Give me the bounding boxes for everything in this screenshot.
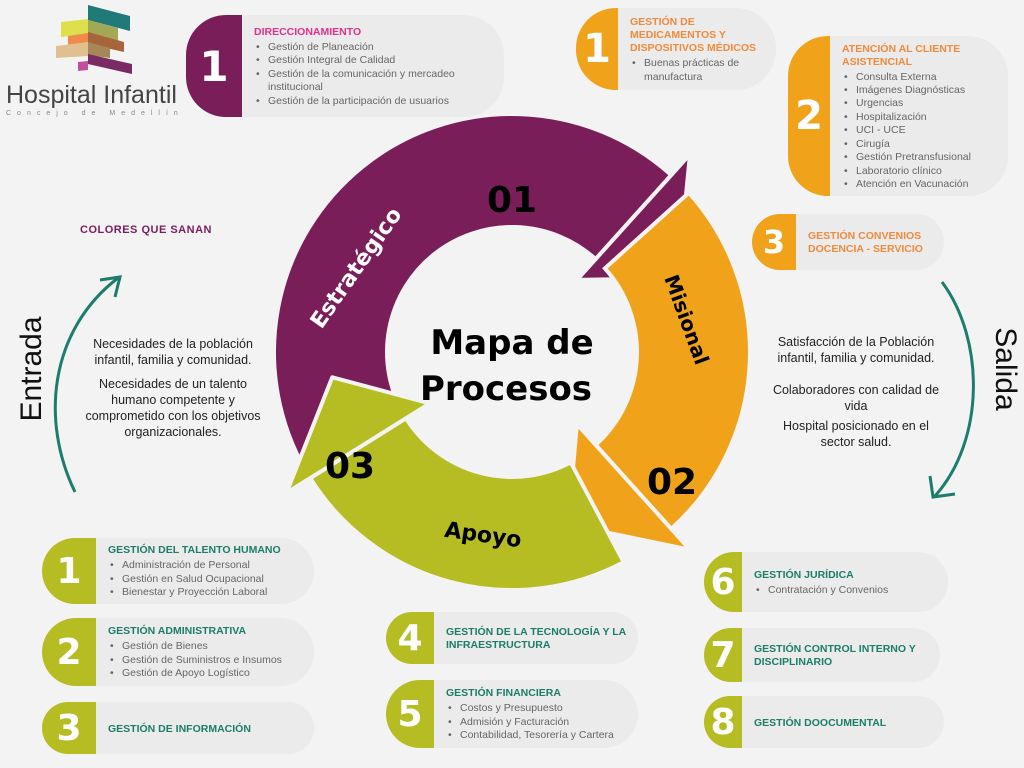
- card-item: Gestión de la comunicación y mercadeo in…: [254, 68, 494, 95]
- card-title: GESTIÓN ADMINISTRATIVA: [108, 625, 247, 638]
- segment-2-arc: [592, 189, 752, 532]
- card-title: GESTIÓN CONVENIOS DOCENCIA - SERVICIO: [808, 230, 923, 255]
- card-title: GESTIÓN DEL TALENTO HUMANO: [108, 544, 281, 557]
- card-item: Costos y Presupuesto: [446, 702, 614, 716]
- card-item: Admisión y Facturación: [446, 716, 614, 730]
- estrategico-card-1: 1DIRECCIONAMIENTOGestión de PlaneaciónGe…: [186, 15, 504, 117]
- logo-subtitle: Concejo de Medellín: [6, 110, 184, 117]
- apoyo-card-3: 3 GESTIÓN DE INFORMACIÓN: [42, 702, 314, 754]
- entrada-text-2: Necesidades de un talento humano compete…: [85, 377, 261, 439]
- card-item: Cirugía: [842, 138, 998, 152]
- card-title: ATENCIÓN AL CLIENTE ASISTENCIAL: [842, 42, 961, 68]
- card-number: 3: [42, 702, 96, 754]
- card-item: Gestión de Suministros e Insumos: [108, 654, 282, 668]
- segment-3-arc: [307, 415, 627, 592]
- center-title-1: Mapa de: [430, 323, 593, 363]
- segment-num-03: 03: [325, 446, 375, 487]
- card-number: 8: [704, 696, 742, 748]
- center-title-2: Procesos: [420, 369, 592, 409]
- card-number: 5: [386, 680, 434, 748]
- card-title: GESTIÓN CONTROL INTERNO Y DISCIPLINARIO: [754, 643, 916, 668]
- card-item: Gestión en Salud Ocupacional: [108, 573, 281, 587]
- card-items: Gestión de BienesGestión de Suministros …: [108, 640, 282, 681]
- segment-num-02: 02: [647, 462, 697, 503]
- salida-arrowhead-icon: [928, 475, 956, 499]
- card-title: GESTIÓN FINANCIERA: [446, 687, 561, 700]
- card-item: Hospitalización: [842, 111, 998, 125]
- card-title: GESTIÓN DOOCUMENTAL: [754, 716, 887, 729]
- card-number: 2: [788, 36, 830, 196]
- card-number: 4: [386, 612, 434, 664]
- card-item: Buenas prácticas de manufactura: [630, 57, 766, 84]
- salida-arrow: [933, 281, 975, 497]
- segment-3-arrowhead-icon: [284, 375, 432, 495]
- card-title: DIRECCIONAMIENTO: [254, 25, 362, 38]
- card-items: Buenas prácticas de manufactura: [630, 57, 766, 84]
- card-item: Imágenes Diagnósticas: [842, 84, 998, 98]
- apoyo-card-8: 8 GESTIÓN DOOCUMENTAL: [704, 696, 944, 748]
- card-items: Costos y PresupuestoAdmisión y Facturaci…: [446, 702, 614, 743]
- card-items: Administración de PersonalGestión en Sal…: [108, 559, 281, 600]
- entrada-label: Entrada: [15, 316, 48, 422]
- segment-1-arc: [272, 112, 675, 474]
- apoyo-card-5: 5 GESTIÓN FINANCIERA Costos y PresupuestoA…: [386, 680, 638, 748]
- apoyo-card-7: 7 GESTIÓN CONTROL INTERNO Y DISCIPLINARIO: [704, 628, 940, 682]
- card-item: Laboratorio clínico: [842, 165, 998, 179]
- logo-name: Hospital Infantil: [6, 81, 177, 109]
- apoyo-card-4: 4 GESTIÓN DE LA TECNOLOGÍA Y LA INFRAESTR…: [386, 612, 638, 664]
- salida-text-3: Hospital posicionado en el sector salud.: [783, 419, 929, 449]
- apoyo-card-1: 1 GESTIÓN DEL TALENTO HUMANO Administració…: [42, 538, 314, 604]
- misional-card-2: 2 ATENCIÓN AL CLIENTE ASISTENCIAL Consulta…: [788, 36, 1008, 196]
- card-item: Administración de Personal: [108, 559, 281, 573]
- card-number: 2: [42, 618, 96, 686]
- apoyo-card-2: 2 GESTIÓN ADMINISTRATIVA Gestión de Bienes…: [42, 618, 314, 686]
- card-title: GESTIÓN DE MEDICAMENTOS Y DISPOSITIVOS M…: [630, 16, 757, 55]
- card-title: GESTIÓN DE INFORMACIÓN: [108, 722, 251, 735]
- card-item: Atención en Vacunación: [842, 178, 998, 192]
- logo-mark-icon: [56, 5, 132, 74]
- card-item: Urgencias: [842, 97, 998, 111]
- card-item: Gestión Pretransfusional: [842, 151, 998, 165]
- card-title: GESTIÓN DE LA TECNOLOGÍA Y LA INFRAESTRU…: [446, 626, 626, 651]
- salida-label: Salida: [989, 327, 1022, 411]
- card-item: Contabilidad, Tesorería y Cartera: [446, 729, 614, 743]
- card-item: Bienestar y Proyección Laboral: [108, 586, 281, 600]
- salida-text-2: Colaboradores con calidad de vida: [772, 383, 940, 413]
- slogan: COLORES QUE SANAN: [80, 224, 212, 236]
- card-number: 1: [42, 538, 96, 604]
- card-items: Gestión de PlaneaciónGestión Integral de…: [254, 41, 494, 108]
- card-number: 1: [186, 15, 242, 117]
- card-item: Consulta Externa: [842, 71, 998, 85]
- card-items: Contratación y Convenios: [754, 584, 888, 598]
- apoyo-card-6: 6 GESTIÓN JURÍDICA Contratación y Convenio…: [704, 552, 948, 612]
- card-number: 3: [752, 214, 796, 270]
- misional-card-3: 3 GESTIÓN CONVENIOS DOCENCIA - SERVICIO: [752, 214, 944, 270]
- card-items: Consulta ExternaImágenes DiagnósticasUrg…: [842, 71, 998, 192]
- card-number: 6: [704, 552, 742, 612]
- card-item: Gestión de Apoyo Logístico: [108, 667, 282, 681]
- hospital-logo: Hospital Infantil Concejo de Medellín: [6, 4, 184, 117]
- entrada-text-1: Necesidades de la población infantil, fa…: [93, 337, 253, 367]
- card-item: UCI - UCE: [842, 124, 998, 138]
- card-item: Gestión de la participación de usuarios: [254, 95, 494, 109]
- card-number: 7: [704, 628, 742, 682]
- entrada-arrowhead-icon: [99, 275, 123, 298]
- entrada-arrow: [53, 276, 119, 493]
- card-item: Gestión de Planeación: [254, 41, 494, 55]
- card-title: GESTIÓN JURÍDICA: [754, 568, 854, 581]
- card-item: Gestión de Bienes: [108, 640, 282, 654]
- salida-text-1: Satisfacción de la Población infantil, f…: [777, 335, 935, 365]
- card-item: Gestión Integral de Calidad: [254, 54, 494, 68]
- segment-num-01: 01: [487, 180, 537, 221]
- card-item: Contratación y Convenios: [754, 584, 888, 598]
